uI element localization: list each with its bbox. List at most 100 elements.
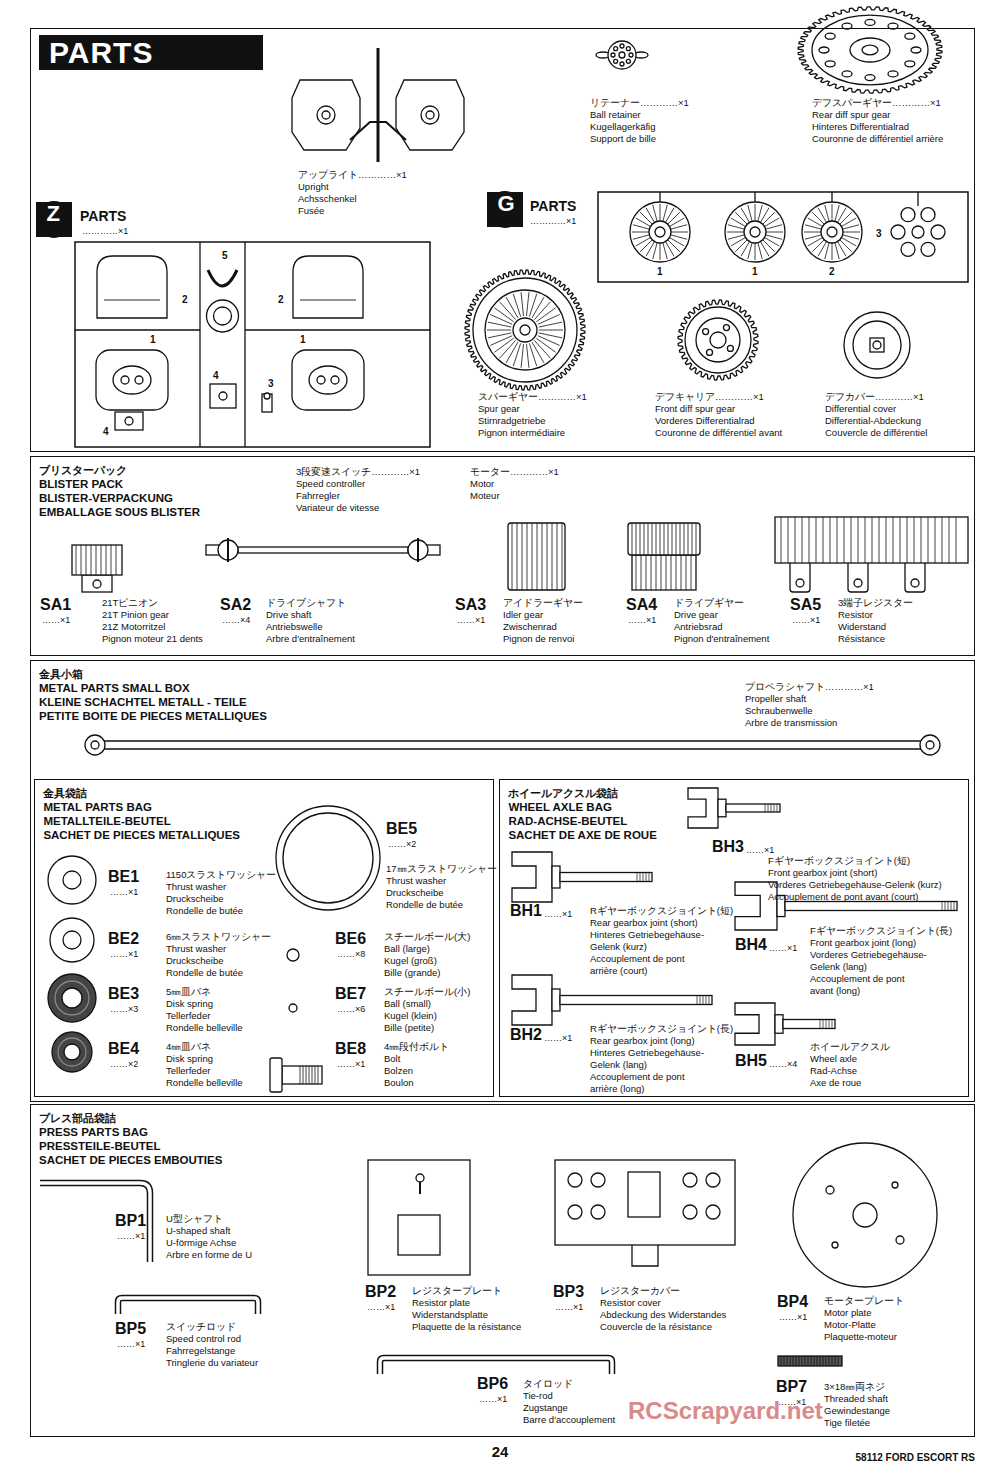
part-caption: Kugel (groß) (384, 956, 437, 967)
part-caption: Zugstange (523, 1403, 568, 1414)
gearbox-joint (832, 1020, 833, 1029)
part-code: SA2 (220, 596, 251, 614)
part-caption: Rギヤーボックスジョイント(長) (590, 1024, 733, 1035)
part-caption: Rondelle belleville (166, 1078, 243, 1089)
press-parts (568, 1173, 582, 1187)
z-parts-tree (331, 376, 339, 384)
resistor-symbol (911, 579, 919, 587)
part-caption: モータープレート (824, 1296, 904, 1307)
section-heading: 金具小箱 (39, 667, 966, 681)
gearbox-joint (646, 873, 647, 882)
z-parts-tree (264, 393, 270, 399)
part-caption: Zwischenrad (503, 622, 557, 633)
section-heading-line: PRESS PARTS BAG (39, 1125, 966, 1139)
upright-part (421, 106, 439, 124)
g-parts-tree (646, 242, 655, 257)
z-parts-tree (199, 242, 200, 447)
part-caption: Accouplement de pont (810, 974, 905, 985)
drive-gear (684, 523, 685, 555)
press-parts (799, 1356, 800, 1366)
part-caption: Tringlerie du variateur (166, 1358, 258, 1369)
part-code: SA5 (790, 596, 821, 614)
part-caption: モーター…………×1 (470, 467, 559, 478)
pinion-gear (72, 545, 122, 575)
front-diff-gear (678, 300, 758, 380)
part-caption: デフキャリア…………×1 (655, 392, 764, 403)
section-heading-line: BLISTER-VERPACKUNG (39, 491, 966, 505)
z-parts-tree (317, 376, 325, 384)
g-parts-tree (912, 226, 924, 238)
spur-gear (513, 343, 520, 366)
rear-diff-spur-gear (888, 71, 898, 77)
part-caption: Motor plate (824, 1308, 872, 1319)
pinion-gear (106, 545, 107, 575)
letter-badge: G (487, 191, 523, 228)
part-code: SA3 (455, 596, 486, 614)
parts-panel: PARTSZG (30, 28, 975, 452)
drive-gear (676, 523, 677, 555)
part-caption: ドライブシャフト (266, 598, 346, 609)
differential-cover (873, 341, 881, 349)
part-caption: Fギヤーボックスジョイント(長) (810, 926, 952, 937)
resistor-symbol (830, 517, 831, 563)
spur-gear (465, 270, 585, 390)
resistor-symbol (865, 517, 866, 563)
press-parts (811, 1356, 812, 1366)
drive-gear (680, 523, 681, 555)
front-diff-gear (685, 307, 751, 373)
press-parts (118, 1298, 258, 1314)
g-parts-tree (842, 238, 857, 247)
washer-parts (64, 1044, 80, 1060)
press-parts (40, 1183, 150, 1262)
g-parts-tree (843, 232, 860, 233)
press-parts (826, 1186, 834, 1194)
g-parts-tree (761, 242, 770, 257)
spur-gear (538, 336, 560, 346)
press-parts (835, 1356, 836, 1366)
part-caption: Widerstandsplatte (412, 1310, 488, 1321)
front-diff-gear (710, 332, 726, 348)
part-caption: arrière (long) (590, 1084, 644, 1095)
idler-gear (557, 523, 558, 590)
part-caption: Wheel axle (810, 1054, 857, 1065)
g-parts-tree (827, 227, 837, 237)
rear-diff-spur-gear (905, 61, 915, 67)
drive-gear (632, 555, 696, 590)
quantity-label: ……×2 (110, 1059, 138, 1069)
part-code: BE1 (108, 868, 139, 886)
part-caption: Rear gearbox joint (long) (590, 1036, 695, 1047)
rear-diff-spur-gear (825, 61, 835, 67)
part-caption: arrière (court) (590, 966, 648, 977)
g-parts-tree (763, 212, 775, 224)
spur-gear (539, 333, 562, 338)
spur-gear (529, 343, 536, 366)
part-code: BH1 (510, 902, 542, 920)
g-parts-tree (805, 235, 821, 239)
g-parts-tree (835, 205, 839, 221)
press-parts (832, 1356, 833, 1366)
resistor-symbol (796, 579, 804, 587)
drive-gear (691, 555, 692, 590)
callout-number: 1 (752, 266, 758, 278)
resistor-symbol (905, 560, 925, 592)
g-parts-tree (921, 242, 935, 256)
g-parts-tree (825, 205, 829, 221)
part-caption: Resistor (838, 610, 873, 621)
quantity-label: ……×1 (457, 615, 485, 625)
drive-gear (640, 523, 641, 555)
g-parts-tree (671, 225, 687, 229)
resistor-symbol (928, 517, 929, 563)
part-caption: 17㎜スラストワッシャー (386, 864, 497, 875)
g-parts-tree (821, 221, 843, 243)
g-parts-tree (670, 218, 685, 227)
part-caption: Couvercle de différentiel (825, 428, 927, 439)
quantity-label: ……×1 (110, 887, 138, 897)
gearbox-joint (783, 1020, 835, 1029)
spur-gear (488, 333, 511, 338)
gearbox-joint (945, 902, 946, 911)
g-parts-tree (735, 240, 747, 252)
propeller-shaft (85, 735, 105, 755)
part-caption: Fギヤーボックスジョイント(短) (768, 856, 910, 867)
spur-gear (520, 325, 530, 335)
part-caption: Thrust washer (166, 882, 226, 893)
